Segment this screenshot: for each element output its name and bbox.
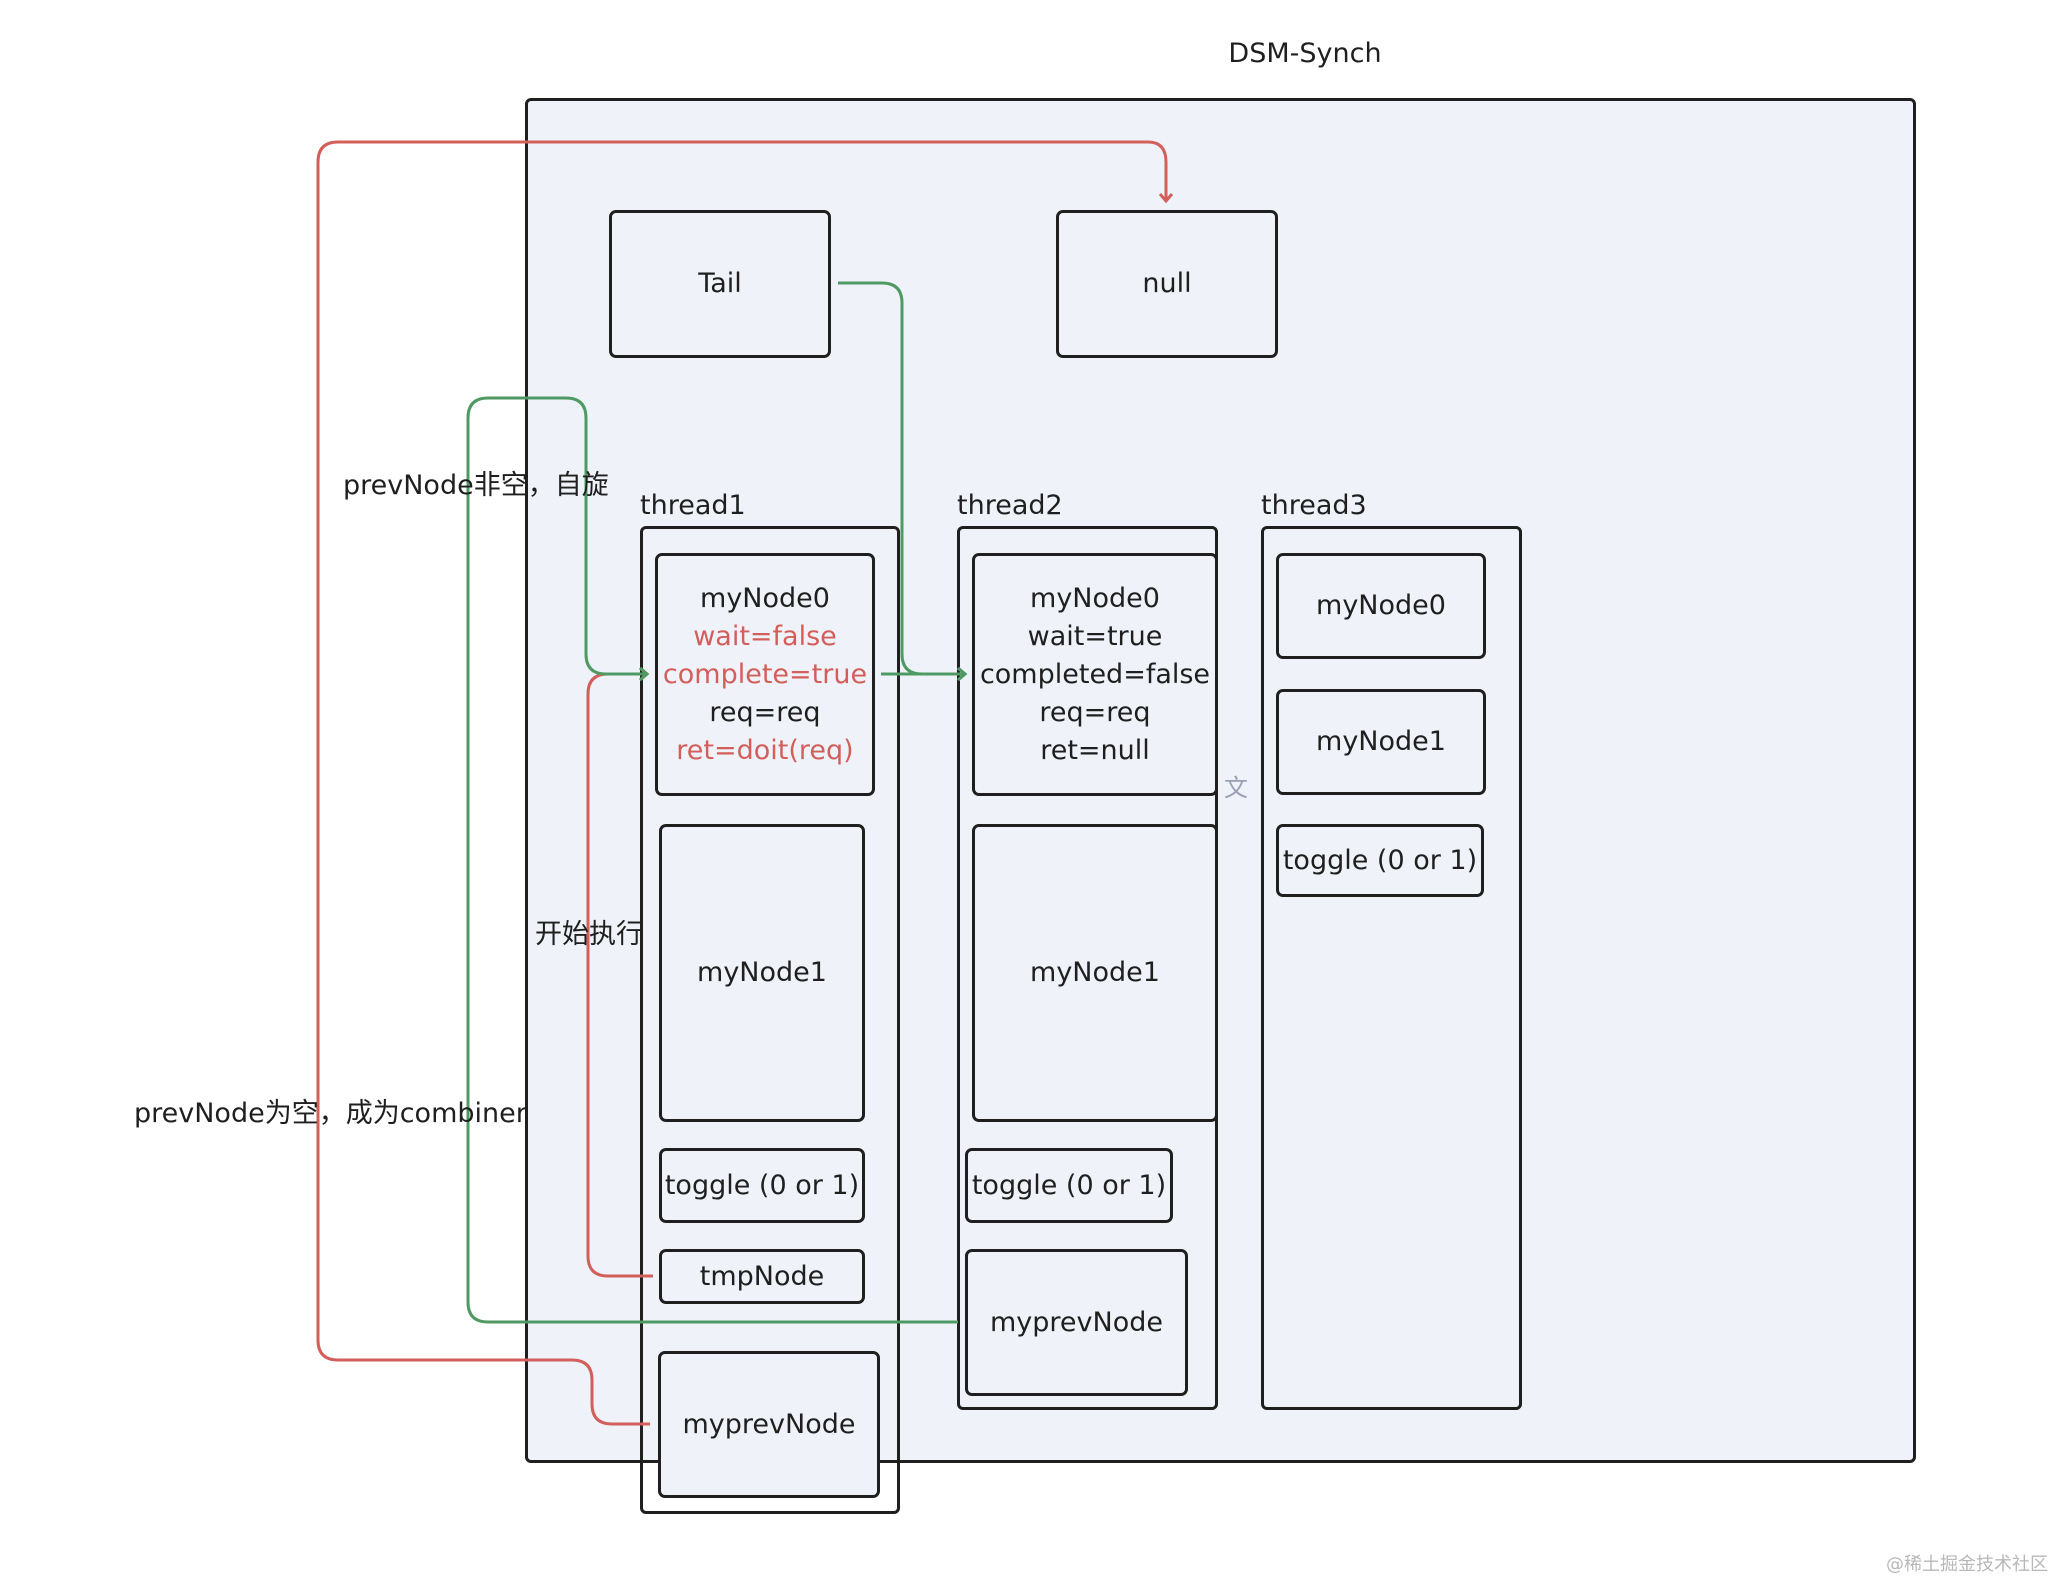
thread1-ret: ret=doit(req) [676,734,854,766]
thread1-myprevnode[interactable]: myprevNode [658,1351,880,1498]
stray-text: 文 [1224,774,1248,802]
thread3-column [1261,526,1522,1410]
wire-tail-thread2 [838,281,964,674]
thread2-mynode1[interactable]: myNode1 [972,824,1218,1122]
thread2-req: req=req [1039,696,1151,728]
thread2-toggle[interactable]: toggle (0 or 1) [965,1148,1173,1223]
thread2-mynode1-label: myNode1 [1030,957,1160,988]
thread1-label: thread1 [640,490,746,521]
thread1-toggle-label: toggle (0 or 1) [664,1169,860,1201]
thread1-mynode1[interactable]: myNode1 [659,824,865,1122]
tail-label: Tail [698,268,742,299]
annotation-spin: prevNode非空，自旋 [343,470,609,501]
thread3-mynode0-label: myNode0 [1316,590,1446,621]
thread3-label: thread3 [1261,490,1367,521]
thread2-ret: ret=null [1040,734,1150,766]
thread1-myprevnode-label: myprevNode [682,1408,856,1440]
thread1-tmpnode-label: tmpNode [699,1260,825,1292]
wire-prevnode-null [316,140,1166,1426]
thread1-mynode1-label: myNode1 [697,957,827,988]
thread2-myprevnode-label: myprevNode [990,1306,1163,1338]
thread1-toggle[interactable]: toggle (0 or 1) [659,1148,865,1223]
annotation-combiner: prevNode为空，成为combiner [134,1098,527,1129]
watermark: @稀土掘金技术社区 [1886,1554,2048,1575]
thread1-tmpnode[interactable]: tmpNode [659,1249,865,1304]
thread2-toggle-label: toggle (0 or 1) [971,1169,1167,1201]
thread3-mynode1[interactable]: myNode1 [1276,689,1486,795]
thread1-complete: complete=true [662,658,868,690]
thread3-mynode0[interactable]: myNode0 [1276,553,1486,659]
thread1-mynode0[interactable]: myNode0 wait=false complete=true req=req… [655,553,875,796]
null-box[interactable]: null [1056,210,1278,358]
wire-tmpnode-node0 [586,674,653,1278]
diagram-title: DSM-Synch [1228,38,1382,69]
thread2-wait: wait=true [1027,620,1163,652]
thread2-label: thread2 [957,490,1063,521]
thread2-complete: completed=false [979,658,1211,690]
annotation-start: 开始执行 [535,919,643,950]
null-label: null [1142,268,1192,299]
thread1-mynode0-name: myNode0 [700,582,830,614]
thread1-column [640,526,900,1514]
thread2-myprevnode[interactable]: myprevNode [965,1249,1188,1396]
thread3-toggle[interactable]: toggle (0 or 1) [1276,824,1484,897]
thread3-toggle-label: toggle (0 or 1) [1282,844,1478,876]
thread3-mynode1-label: myNode1 [1316,726,1446,757]
thread1-wait: wait=false [693,620,837,652]
wire-thread2-prev-node0 [466,396,958,1324]
tail-box[interactable]: Tail [609,210,831,358]
thread2-mynode0[interactable]: myNode0 wait=true completed=false req=re… [972,553,1218,796]
thread2-mynode0-name: myNode0 [1030,582,1160,614]
thread1-req: req=req [709,696,821,728]
